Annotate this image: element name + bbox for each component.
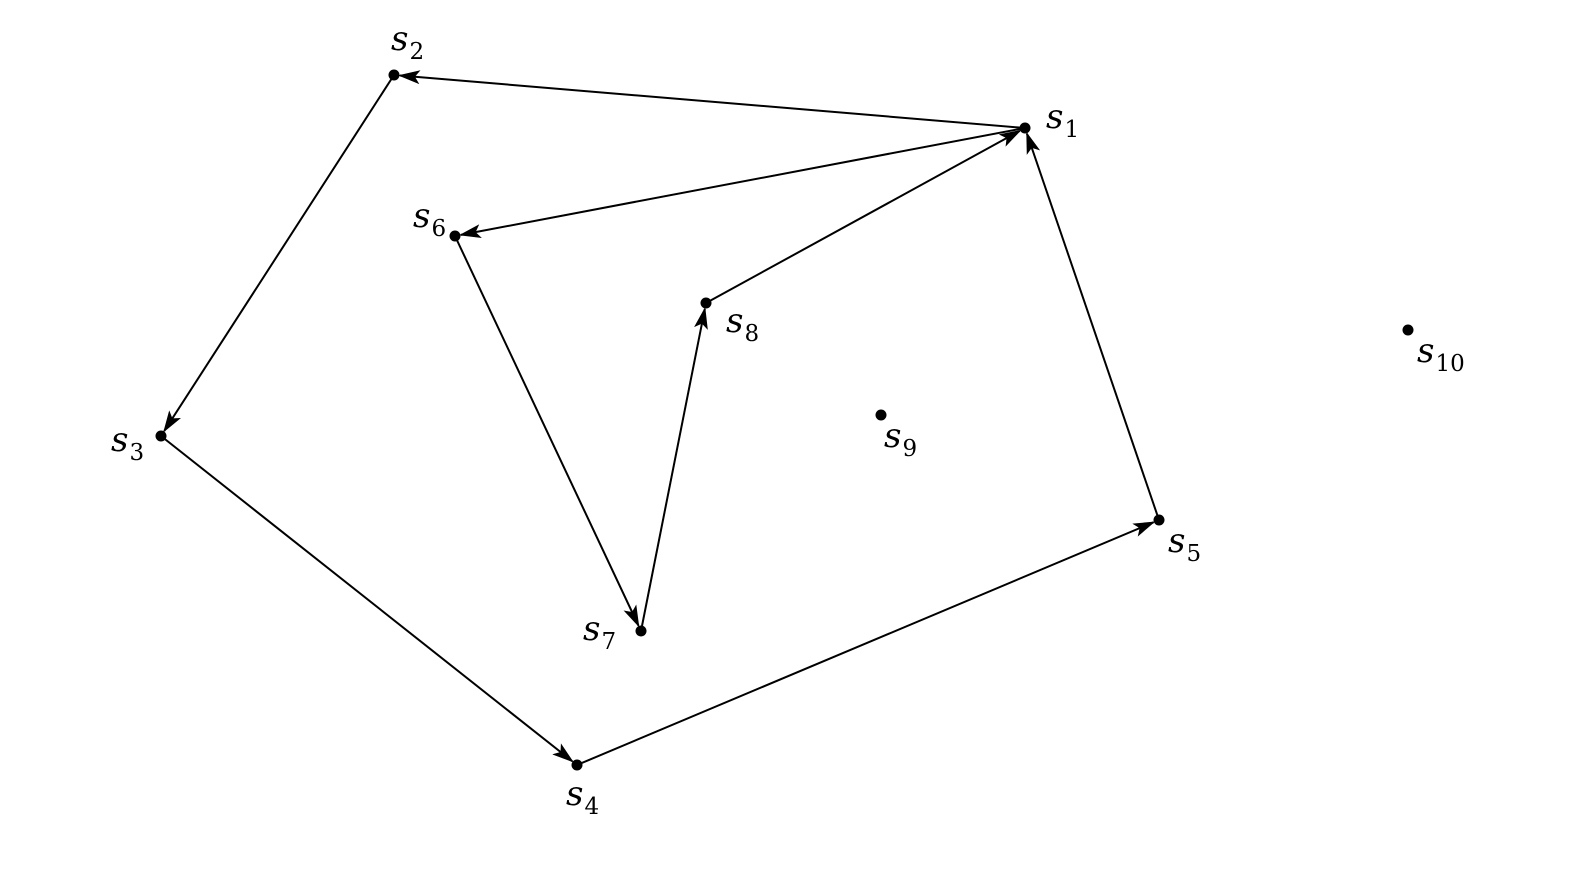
node-label-subscript: 2 [409,39,424,65]
node-label-base: s [566,774,583,814]
node-label-base: s [111,420,128,460]
node-s5 [1153,514,1165,526]
node-s2 [388,69,400,81]
node-s10 [1402,324,1414,336]
node-label-subscript: 4 [584,794,599,820]
edge-s5-to-s1 [1025,131,1160,521]
edge-s4-to-s5 [576,521,1156,766]
node-label-base: s [884,416,901,456]
node-s4 [571,759,583,771]
node-label-s5: s5 [1168,521,1201,567]
node-label-base: s [413,196,430,236]
node-label-subscript: 9 [902,436,917,462]
edge-s1-to-s2 [397,70,1026,129]
node-s9 [875,409,887,421]
node-s8 [700,297,712,309]
edge-s6-to-s7 [454,235,640,628]
node-label-subscript: 6 [431,216,446,242]
node-s7 [635,625,647,637]
node-label-base: s [1417,331,1434,371]
node-label-subscript: 5 [1186,541,1201,567]
edges-layer [160,70,1160,766]
edge-s1-to-s6 [458,127,1026,239]
node-label-base: s [726,301,743,341]
node-label-s8: s8 [726,301,759,347]
node-label-s3: s3 [111,420,144,466]
node-label-subscript: 8 [744,321,759,347]
node-label-s1: s1 [1046,97,1079,143]
node-label-s2: s2 [391,19,424,65]
node-label-subscript: 1 [1064,117,1079,143]
node-label-s10: s10 [1417,331,1465,377]
node-label-s6: s6 [413,196,446,242]
node-label-s4: s4 [566,774,599,820]
edge-s7-to-s8 [640,306,708,632]
node-label-base: s [391,19,408,59]
edge-s3-to-s4 [160,435,574,763]
node-label-subscript: 3 [129,440,144,466]
edge-s8-to-s1 [705,129,1022,304]
node-label-base: s [583,609,600,649]
node-label-base: s [1168,521,1185,561]
node-label-s7: s7 [583,609,616,655]
node-s3 [155,430,167,442]
node-label-base: s [1046,97,1063,137]
node-label-subscript: 10 [1435,351,1464,377]
node-s6 [449,230,461,242]
edge-s2-to-s3 [163,74,395,433]
node-s1 [1019,122,1031,134]
node-label-subscript: 7 [601,629,616,655]
nodes-layer [155,69,1414,771]
node-label-s9: s9 [884,416,917,462]
